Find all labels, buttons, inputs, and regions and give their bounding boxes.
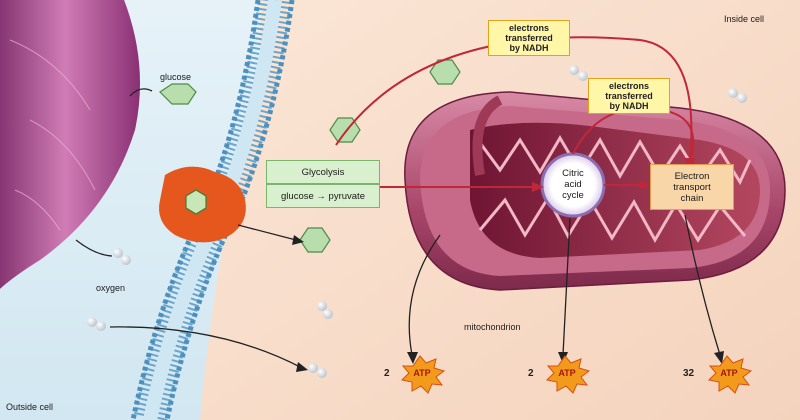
- nadh-box-2-line3: by NADH: [609, 101, 649, 111]
- inside-cell-label: Inside cell: [724, 14, 765, 24]
- atp-burst-2: [545, 355, 591, 394]
- atp-burst-3: [707, 355, 753, 394]
- nadh-box-1-line3: by NADH: [509, 43, 549, 53]
- citric-acid-cycle-label: Citric acid cycle: [550, 168, 596, 201]
- atp-burst-1: [400, 355, 446, 394]
- nadh-box-1: electrons transferred by NADH: [488, 20, 570, 56]
- atp-label-2: ATP: [558, 368, 576, 378]
- glucose-molecule-in-transporter: [185, 189, 207, 215]
- nadh-box-2-line2: transferred: [605, 91, 653, 101]
- glucose-to-pyruvate-box: glucose → pyruvate: [266, 184, 380, 208]
- atp-count-3: 32: [683, 368, 695, 379]
- glucose-label: glucose: [160, 72, 192, 82]
- glucose-molecule-inside-3: [299, 227, 331, 253]
- etc-line2: transport: [673, 181, 711, 193]
- etc-line3: chain: [680, 192, 704, 204]
- atp-label-1: ATP: [413, 368, 431, 378]
- glucose-molecule-inside-2: [429, 59, 461, 85]
- oxygen-label: oxygen: [96, 283, 126, 293]
- nadh-arrow-1: [335, 36, 693, 161]
- outside-cell-label: Outside cell: [6, 402, 54, 412]
- citric-line2: acid: [564, 179, 582, 190]
- blood-vessel: [0, 0, 140, 289]
- electron-transport-chain-box: Electron transport chain: [650, 164, 734, 210]
- atp-count-2: 2: [528, 368, 534, 379]
- atp-label-3: ATP: [720, 368, 738, 378]
- citric-line1: Citric: [562, 168, 584, 179]
- glycolysis-box: Glycolysis: [266, 160, 380, 184]
- nadh-box-2-line1: electrons: [608, 81, 650, 91]
- nadh-box-1-line2: transferred: [505, 33, 553, 43]
- nadh-box-1-line1: electrons: [508, 23, 550, 33]
- citric-line3: cycle: [562, 190, 584, 201]
- glucose-molecule-outside: [159, 83, 197, 105]
- atp-count-1: 2: [384, 368, 390, 379]
- nadh-box-2: electrons transferred by NADH: [588, 78, 670, 114]
- etc-line1: Electron: [674, 170, 710, 182]
- mitochondrion-label: mitochondrion: [464, 322, 521, 332]
